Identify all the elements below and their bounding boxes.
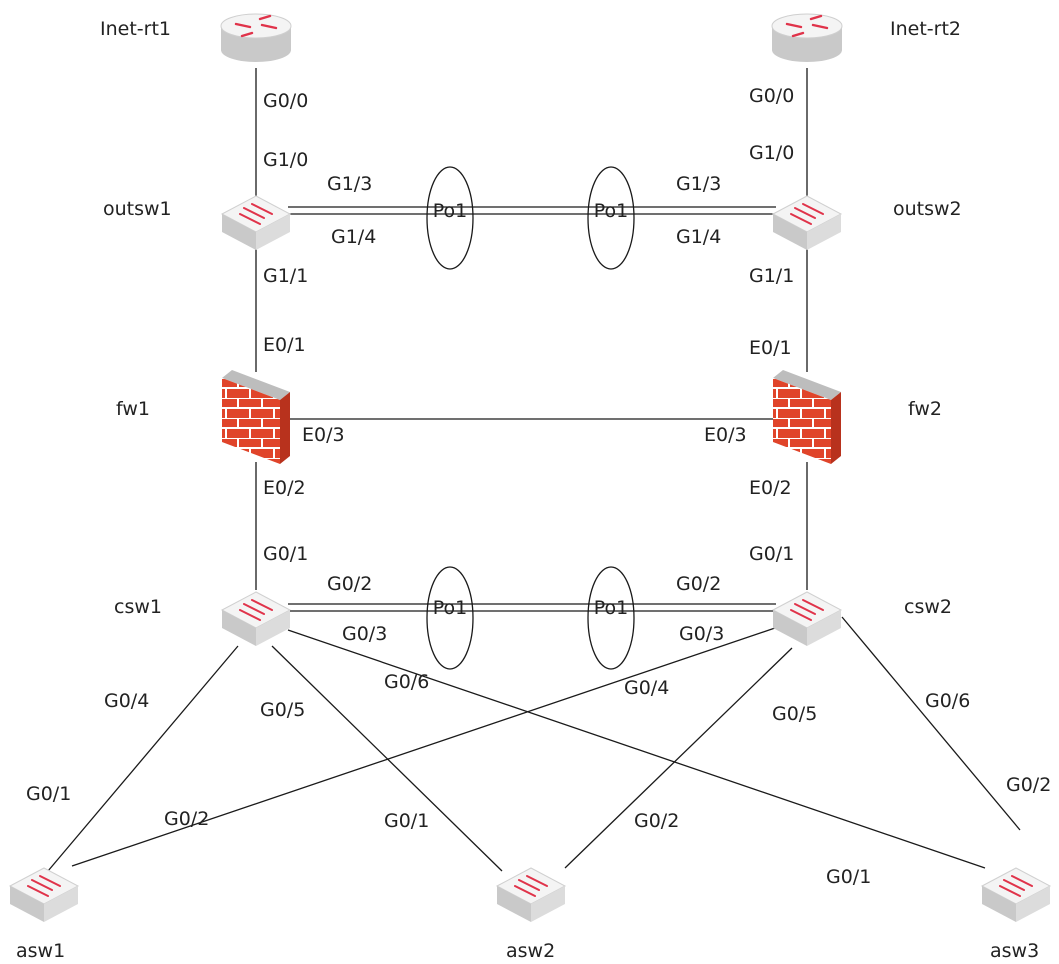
port-label: G0/1 [826, 866, 871, 888]
switch-icon [495, 867, 567, 922]
node-label-asw3: asw3 [990, 940, 1039, 962]
port-label: G0/3 [342, 623, 387, 645]
port-label: G1/3 [676, 173, 721, 195]
port-channel-label: Po1 [433, 200, 468, 222]
port-label: E0/3 [302, 424, 345, 446]
link-csw1-asw1 [47, 645, 239, 872]
links [47, 68, 1021, 872]
node-label-inet-rt2: Inet-rt2 [890, 18, 961, 40]
port-labels: G0/0 G1/0 G0/0 G1/0 G1/3 G1/4 G1/3 G1/4 … [26, 85, 1051, 888]
port-label: G0/3 [679, 623, 724, 645]
port-channel-ellipse [426, 166, 474, 270]
port-label: G1/4 [676, 226, 721, 248]
port-label: G1/3 [327, 173, 372, 195]
node-label-csw2: csw2 [904, 596, 952, 618]
switch-icon [8, 867, 80, 922]
port-label: G0/2 [1006, 774, 1051, 796]
port-channel-ellipse [587, 566, 635, 670]
port-label: G1/4 [331, 226, 376, 248]
port-label: E0/1 [263, 334, 306, 356]
port-label: G0/5 [772, 703, 817, 725]
node-label-asw1: asw1 [16, 940, 65, 962]
node-label-outsw1: outsw1 [103, 198, 172, 220]
port-label: G0/1 [26, 783, 71, 805]
port-label: G1/1 [749, 265, 794, 287]
link-csw2-asw1 [71, 627, 776, 867]
switch-icon [220, 195, 292, 250]
router-icon [220, 13, 292, 62]
port-label: G0/6 [925, 690, 970, 712]
switch-icon [771, 591, 843, 646]
node-labels: Inet-rt1 Inet-rt2 outsw1 outsw2 fw1 fw2 … [16, 18, 1039, 962]
port-label: E0/2 [263, 477, 306, 499]
port-label: E0/1 [749, 337, 792, 359]
port-channel-ellipse [587, 166, 635, 270]
port-label: G0/0 [263, 90, 308, 112]
link-csw1-asw3 [287, 629, 986, 869]
port-label: G0/5 [260, 699, 305, 721]
port-label: G0/1 [749, 543, 794, 565]
port-channel-ellipse [426, 566, 474, 670]
port-channel-label: Po1 [594, 200, 629, 222]
link-csw2-asw2 [564, 647, 793, 869]
port-channels: Po1 Po1 Po1 Po1 [426, 166, 635, 670]
port-channel-label: Po1 [433, 597, 468, 619]
port-label: E0/3 [704, 424, 747, 446]
port-label: G0/4 [624, 677, 669, 699]
node-label-outsw2: outsw2 [893, 198, 962, 220]
node-label-fw1: fw1 [116, 398, 150, 420]
node-label-asw2: asw2 [506, 940, 555, 962]
switch-icon [220, 591, 292, 646]
node-label-fw2: fw2 [908, 398, 942, 420]
port-label: G0/2 [676, 573, 721, 595]
port-label: G1/0 [263, 149, 308, 171]
link-csw1-asw2 [271, 645, 503, 872]
switch-icon [980, 867, 1052, 922]
port-label: G0/6 [384, 671, 429, 693]
port-label: G0/0 [749, 85, 794, 107]
node-label-csw1: csw1 [114, 596, 162, 618]
port-label: G0/2 [327, 573, 372, 595]
firewall-icon [222, 370, 290, 464]
router-icon [771, 13, 843, 62]
node-label-inet-rt1: Inet-rt1 [100, 18, 171, 40]
switch-icon [771, 195, 843, 250]
port-channel-label: Po1 [594, 597, 629, 619]
port-label: G0/4 [104, 690, 149, 712]
port-label: G0/2 [634, 810, 679, 832]
firewall-icon [773, 370, 841, 464]
port-label: G0/1 [384, 810, 429, 832]
port-label: G0/1 [263, 543, 308, 565]
port-label: E0/2 [749, 477, 792, 499]
port-label: G1/0 [749, 142, 794, 164]
port-label: G0/2 [164, 808, 209, 830]
port-label: G1/1 [263, 265, 308, 287]
link-csw2-asw3 [841, 616, 1021, 831]
